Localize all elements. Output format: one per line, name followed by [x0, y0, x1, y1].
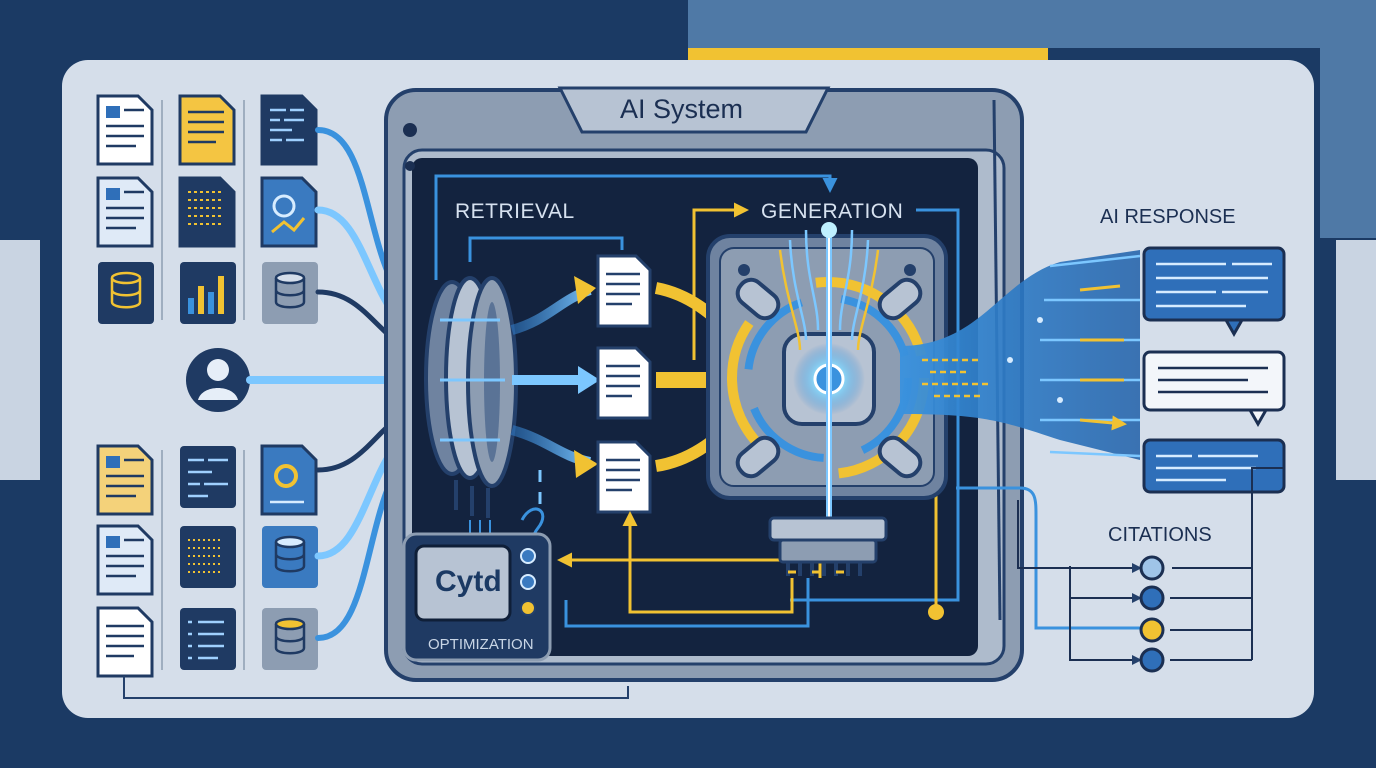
- citation-links: [956, 467, 1284, 665]
- document-icon: [96, 444, 154, 516]
- return-line: [123, 676, 629, 699]
- list-file-icon: [180, 608, 236, 670]
- document-icon: [96, 606, 154, 678]
- citation-nodes: [1139, 555, 1165, 673]
- response-bubble-icon: [1142, 438, 1286, 494]
- monitor-screen: [414, 544, 512, 622]
- retrieved-documents: [596, 254, 652, 514]
- document-icon: [96, 524, 154, 596]
- bar-chart-icon: [180, 262, 236, 324]
- image-file-icon: [260, 176, 318, 248]
- title-tab: [557, 86, 831, 134]
- database-icon: [262, 608, 318, 670]
- response-bubbles: [1142, 246, 1286, 494]
- citations-label: CITATIONS: [1108, 524, 1212, 546]
- database-icon: [262, 526, 318, 588]
- database-icon: [262, 262, 318, 324]
- response-bubble-icon: [1142, 350, 1286, 428]
- document-icon: [178, 94, 236, 166]
- response-label: AI RESPONSE: [1100, 206, 1236, 228]
- response-bubble-icon: [1142, 246, 1286, 338]
- generator-engine: [706, 222, 948, 576]
- optimization-label: OPTIMIZATION: [428, 636, 534, 653]
- grid-data-icon: [178, 176, 236, 248]
- system-title: AI System: [620, 94, 744, 124]
- generation-label: GENERATION: [761, 200, 904, 223]
- document-icon: [96, 176, 154, 248]
- filter-disks: [424, 276, 518, 518]
- citation-node-icon: [1139, 585, 1165, 611]
- settings-file-icon: [260, 444, 318, 516]
- optimization-panel: [402, 532, 552, 662]
- background-shapes: [0, 0, 1376, 480]
- code-file-icon: [180, 446, 236, 508]
- retrieved-document-icon: [596, 254, 652, 328]
- citation-node-icon: [1139, 617, 1165, 643]
- database-icon: [98, 262, 154, 324]
- retrieval-label: RETRIEVAL: [455, 200, 575, 223]
- user-icon: [186, 348, 250, 412]
- document-icon: [96, 94, 154, 166]
- citation-node-icon: [1139, 647, 1165, 673]
- retrieved-document-icon: [596, 440, 652, 514]
- retrieval-arrows: [510, 276, 600, 478]
- output-streams: [900, 250, 1141, 460]
- retrieved-document-icon: [596, 346, 652, 420]
- monitor-screen-text: Cytd: [435, 565, 502, 598]
- grid-data-icon: [180, 526, 236, 588]
- code-file-icon: [260, 94, 318, 166]
- source-documents: [96, 94, 318, 678]
- citation-node-icon: [1139, 555, 1165, 581]
